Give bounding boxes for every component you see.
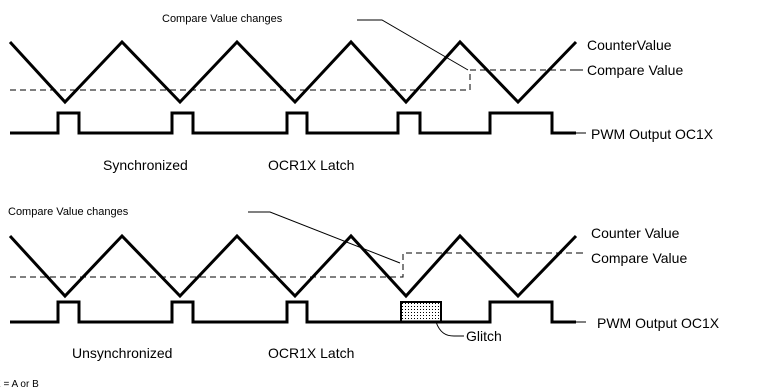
top-compare-label: Compare Value [587, 62, 683, 78]
top-annotation-leader [357, 19, 469, 71]
top-latch-label: OCR1X Latch [268, 157, 354, 173]
bottom-compare-line [10, 252, 576, 278]
top-counter-label: CounterValue [587, 37, 672, 53]
top-diagram: Compare Value changes CounterValue Compa… [8, 13, 714, 173]
top-annotation-text: Compare Value changes [162, 13, 283, 25]
bottom-annotation-text: Compare Value changes [8, 206, 129, 218]
bottom-counter-waveform [8, 233, 578, 299]
bottom-pwm-waveform [10, 300, 576, 324]
top-counter-waveform [8, 39, 578, 105]
top-pwm-waveform [10, 111, 576, 135]
top-compare-line [10, 69, 576, 91]
glitch-label: Glitch [466, 328, 502, 344]
bottom-latch-label: OCR1X Latch [268, 345, 354, 361]
top-pwm-label: PWM Output OC1X [591, 126, 714, 142]
bottom-compare-label: Compare Value [591, 250, 687, 266]
bottom-annotation-leader [248, 211, 401, 264]
top-mode-label: Synchronized [103, 157, 188, 173]
footnote: X = A or B [0, 379, 39, 390]
bottom-counter-label: Counter Value [591, 225, 680, 241]
bottom-mode-label: Unsynchronized [72, 345, 172, 361]
bottom-pwm-label: PWM Output OC1X [597, 315, 720, 331]
glitch-leader [435, 321, 464, 337]
bottom-diagram: Compare Value changes Counter Value Comp… [8, 206, 720, 361]
glitch-region [400, 301, 442, 323]
